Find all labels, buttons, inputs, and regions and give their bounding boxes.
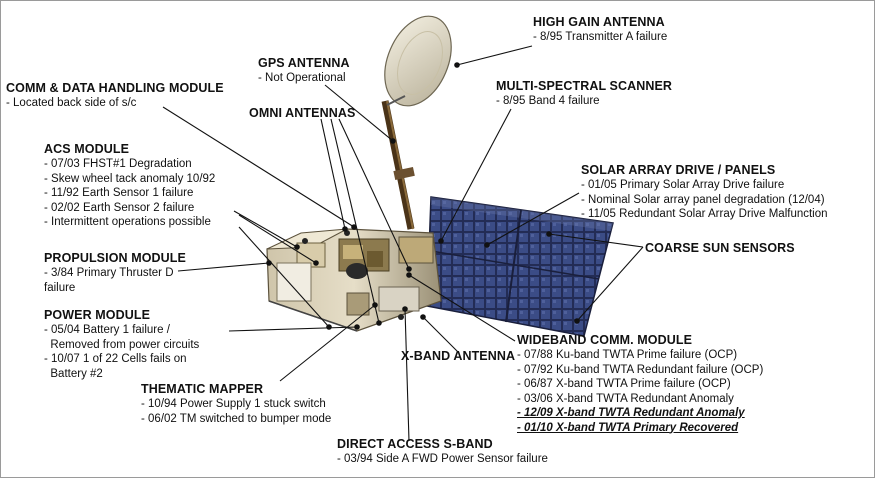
leader-lines: [162, 45, 644, 442]
xband-antenna-title: X-BAND ANTENNA: [401, 349, 516, 363]
coarse-sun-sensors-title: COARSE SUN SENSORS: [645, 241, 795, 255]
solar-array-title: SOLAR ARRAY DRIVE / PANELS: [581, 163, 776, 177]
acs-module-line-3: - 11/92 Earth Sensor 1 failure: [44, 187, 194, 199]
propulsion-module-line-1: - 3/84 Primary Thruster D: [44, 267, 174, 279]
wideband-comm-line-2: - 07/92 Ku-band TWTA Redundant failure (…: [517, 363, 764, 376]
gps-antenna-line-1: - Not Operational: [258, 72, 346, 84]
thematic-mapper-title: THEMATIC MAPPER: [141, 382, 264, 396]
label-wideband-comm: WIDEBAND COMM. MODULE - 07/88 Ku-band TW…: [517, 333, 763, 435]
label-coarse-sun-sensors: COARSE SUN SENSORS: [645, 241, 795, 256]
wideband-comm-highlight-1: - 12/09 X-band TWTA Redundant Anomaly: [517, 407, 745, 419]
propulsion-module-line-2: failure: [44, 281, 76, 294]
acs-module-line-2: - Skew wheel tack anomaly 10/92: [44, 172, 216, 185]
label-comm-data-handling: COMM & DATA HANDLING MODULE - Located ba…: [6, 81, 224, 111]
solar-array-line-1: - 01/05 Primary Solar Array Drive failur…: [581, 179, 785, 191]
antenna-mast: [381, 100, 415, 230]
solar-array: [426, 196, 614, 337]
comm-data-handling-title: COMM & DATA HANDLING MODULE: [6, 81, 224, 95]
wideband-comm-title: WIDEBAND COMM. MODULE: [517, 333, 693, 347]
acs-module-title: ACS MODULE: [44, 142, 130, 156]
label-gps-antenna: GPS ANTENNA - Not Operational: [258, 56, 350, 86]
direct-access-sband-title: DIRECT ACCESS S-BAND: [337, 437, 493, 451]
spacecraft-body: [266, 228, 442, 332]
wideband-comm-highlight-2: - 01/10 X-band TWTA Primary Recovered: [517, 421, 739, 434]
multispectral-scanner-title: MULTI-SPECTRAL SCANNER: [496, 79, 673, 93]
comm-data-handling-line-1: - Located back side of s/c: [6, 97, 137, 109]
wideband-comm-line-3: - 06/87 X-band TWTA Prime failure (OCP): [517, 378, 731, 390]
multispectral-scanner-line-1: - 8/95 Band 4 failure: [496, 95, 600, 107]
power-module-line-3: - 10/07 1 of 22 Cells fails on: [44, 353, 187, 365]
high-gain-antenna-title: HIGH GAIN ANTENNA: [533, 15, 665, 29]
acs-module-line-1: - 07/03 FHST#1 Degradation: [44, 158, 192, 170]
high-gain-antenna-line-1: - 8/95 Transmitter A failure: [533, 31, 668, 43]
label-solar-array: SOLAR ARRAY DRIVE / PANELS - 01/05 Prima…: [581, 163, 828, 222]
acs-module-line-5: - Intermittent operations possible: [44, 216, 211, 228]
acs-module-line-4: - 02/02 Earth Sensor 2 failure: [44, 201, 195, 214]
label-acs-module: ACS MODULE - 07/03 FHST#1 Degradation - …: [44, 142, 215, 230]
wideband-comm-line-1: - 07/88 Ku-band TWTA Prime failure (OCP): [517, 349, 738, 361]
leader-dots: [266, 62, 580, 330]
direct-access-sband-line-1: - 03/94 Side A FWD Power Sensor failure: [337, 453, 548, 465]
propulsion-module-title: PROPULSION MODULE: [44, 251, 186, 265]
label-omni-antennas: OMNI ANTENNAS: [249, 106, 355, 121]
label-xband-antenna: X-BAND ANTENNA: [401, 349, 515, 364]
power-module-title: POWER MODULE: [44, 308, 151, 322]
thematic-mapper-line-2: - 06/02 TM switched to bumper mode: [141, 412, 332, 425]
power-module-line-2: Removed from power circuits: [44, 338, 200, 351]
label-multispectral-scanner: MULTI-SPECTRAL SCANNER - 8/95 Band 4 fai…: [496, 79, 672, 109]
label-high-gain-antenna: HIGH GAIN ANTENNA - 8/95 Transmitter A f…: [533, 15, 667, 45]
label-power-module: POWER MODULE - 05/04 Battery 1 failure /…: [44, 308, 199, 381]
omni-antennas-title: OMNI ANTENNAS: [249, 106, 356, 120]
label-direct-access-sband: DIRECT ACCESS S-BAND - 03/94 Side A FWD …: [337, 437, 548, 467]
gps-antenna-title: GPS ANTENNA: [258, 56, 350, 70]
power-module-line-4: Battery #2: [44, 367, 103, 380]
wideband-comm-line-4: - 03/06 X-band TWTA Redundant Anomaly: [517, 392, 734, 405]
solar-array-line-2: - Nominal Solar array panel degradation …: [581, 193, 825, 206]
high-gain-dish: [384, 15, 452, 107]
thematic-mapper-line-1: - 10/94 Power Supply 1 stuck switch: [141, 398, 326, 410]
label-thematic-mapper: THEMATIC MAPPER - 10/94 Power Supply 1 s…: [141, 382, 331, 426]
power-module-line-1: - 05/04 Battery 1 failure /: [44, 324, 170, 336]
solar-array-line-3: - 11/05 Redundant Solar Array Drive Malf…: [581, 208, 828, 220]
label-propulsion-module: PROPULSION MODULE - 3/84 Primary Thruste…: [44, 251, 186, 295]
